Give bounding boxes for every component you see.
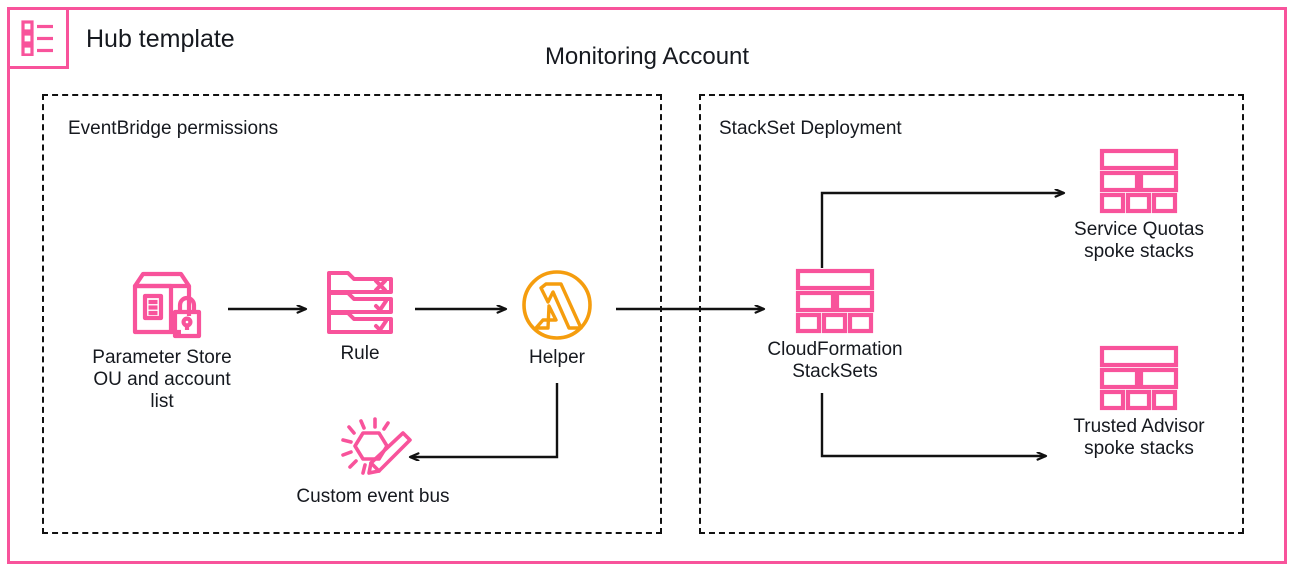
- node-parameter-store[interactable]: Parameter Store OU and account list: [62, 268, 262, 413]
- monitoring-account-boundary: [7, 7, 1287, 564]
- group-stackset-deployment: [699, 94, 1244, 534]
- cloudformation-stacksets-icon: [1030, 345, 1248, 411]
- lambda-function-icon: [497, 268, 617, 342]
- node-custom-event-bus[interactable]: Custom event bus: [255, 415, 491, 508]
- hub-template-badge: [7, 7, 69, 69]
- parameter-store-lock-icon: [62, 268, 262, 342]
- group-label-eventbridge-permissions: EventBridge permissions: [68, 118, 279, 139]
- node-label-custom-event-bus: Custom event bus: [296, 486, 450, 507]
- cloudformation-stacksets-icon: [1030, 148, 1248, 214]
- node-cloudformation-stacksets[interactable]: CloudFormation StackSets: [735, 268, 935, 383]
- node-label-parameter-store: Parameter Store OU and account list: [92, 347, 232, 412]
- group-eventbridge-permissions: [42, 94, 662, 534]
- hub-template-title: Hub template: [86, 25, 235, 53]
- cloudformation-stacksets-icon: [735, 268, 935, 334]
- template-list-icon: [18, 16, 58, 61]
- node-label-trusted-advisor-spoke-stacks: Trusted Advisor spoke stacks: [1073, 416, 1205, 459]
- node-helper[interactable]: Helper: [497, 268, 617, 369]
- node-label-service-quotas-spoke-stacks: Service Quotas spoke stacks: [1074, 219, 1204, 262]
- node-rule[interactable]: Rule: [300, 268, 420, 365]
- node-service-quotas-spoke-stacks[interactable]: Service Quotas spoke stacks: [1030, 148, 1248, 263]
- eventbridge-rule-icon: [300, 268, 420, 338]
- group-label-stackset-deployment: StackSet Deployment: [719, 118, 902, 139]
- node-label-helper: Helper: [529, 347, 585, 368]
- custom-event-bus-icon: [255, 415, 491, 481]
- monitoring-account-title: Monitoring Account: [544, 43, 750, 70]
- node-label-cloudformation-stacksets: CloudFormation StackSets: [767, 339, 903, 382]
- node-label-rule: Rule: [340, 343, 380, 364]
- node-trusted-advisor-spoke-stacks[interactable]: Trusted Advisor spoke stacks: [1030, 345, 1248, 460]
